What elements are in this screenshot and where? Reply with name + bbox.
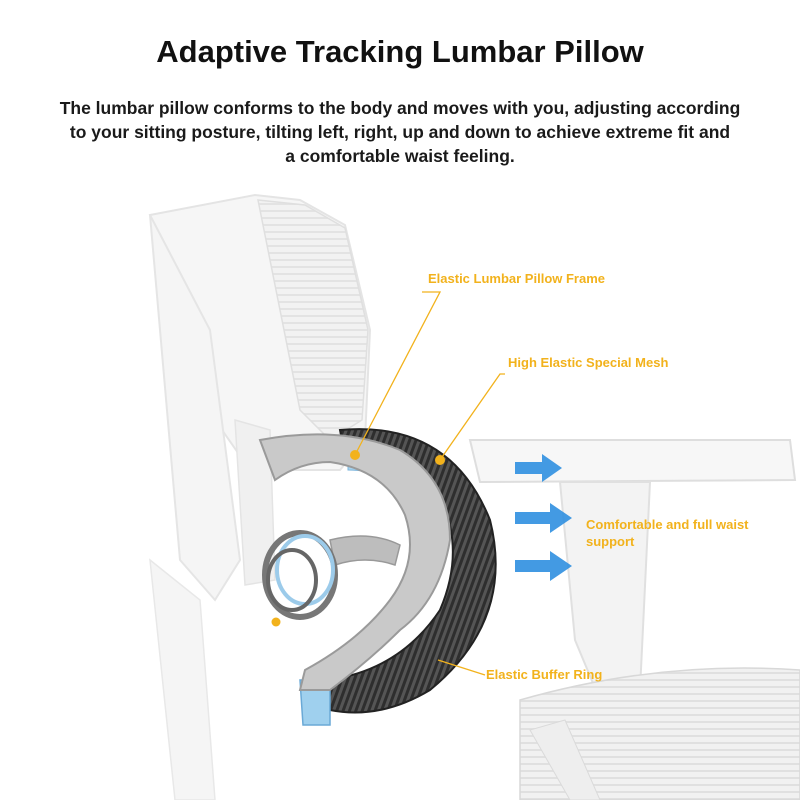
elastic-buffer-ring	[262, 530, 338, 620]
arrow-right-icon	[515, 503, 572, 533]
callout-buffer-ring: Elastic Buffer Ring	[486, 667, 603, 682]
arrow-right-icon	[515, 551, 572, 581]
support-arrows	[515, 454, 572, 581]
callout-waist-support: Comfortable and full waist support	[586, 517, 749, 549]
product-description: The lumbar pillow conforms to the body a…	[30, 96, 770, 168]
description-line: a comfortable waist feeling.	[285, 146, 515, 166]
description-line: to your sitting posture, tilting left, r…	[69, 122, 731, 142]
callout-markers	[271, 450, 445, 627]
callout-leader-lines	[354, 291, 505, 676]
description-line: The lumbar pillow conforms to the body a…	[59, 98, 741, 118]
page-title: Adaptive Tracking Lumbar Pillow	[156, 34, 644, 69]
chair-lumbar-illustration	[148, 193, 800, 800]
arrow-right-icon	[515, 454, 562, 482]
lumbar-pillow-frame	[258, 433, 452, 691]
chair-back-frame	[148, 193, 372, 800]
callout-special-mesh: High Elastic Special Mesh	[508, 355, 669, 370]
seat-mesh	[519, 667, 800, 800]
callout-lumbar-frame: Elastic Lumbar Pillow Frame	[428, 271, 605, 286]
